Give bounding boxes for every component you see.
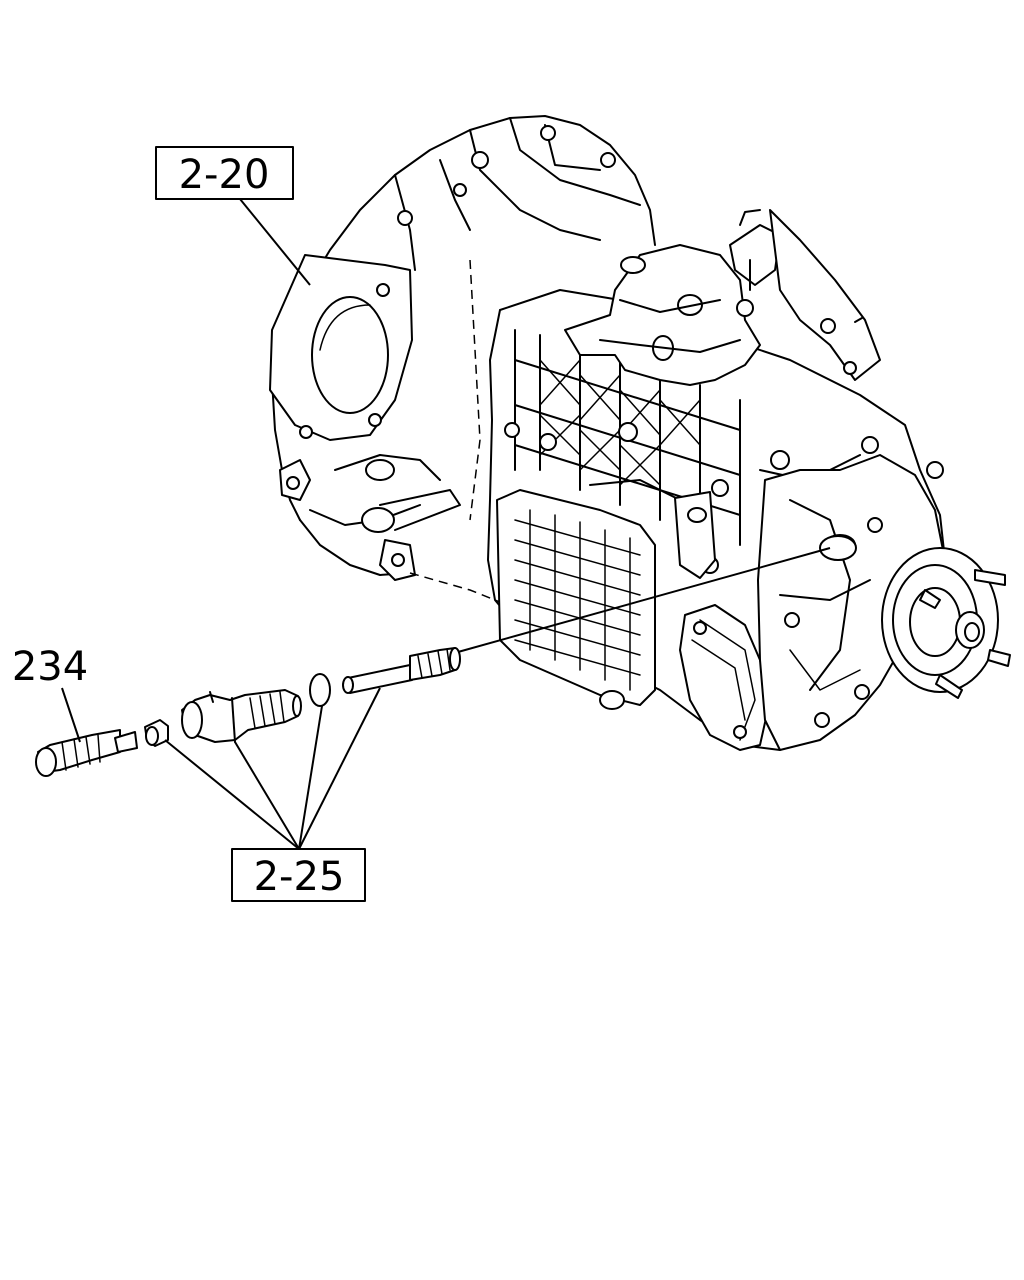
output-flange [881, 547, 1011, 699]
callout-label-speedo: 2-25 [254, 854, 345, 900]
leader-speedo-oring [298, 705, 323, 850]
leader-sensor [61, 687, 81, 743]
transmission-assembly [269, 115, 1011, 751]
pinion-shaft [342, 647, 461, 694]
side-cover-plate [496, 479, 719, 710]
callout-234: 234 [12, 644, 88, 743]
callout-label-sensor: 234 [12, 644, 88, 690]
alignment-line [457, 547, 831, 653]
washer [144, 719, 169, 747]
callout-box-housing [155, 146, 294, 200]
callout-2-25: 2-25 [164, 687, 381, 902]
speed-sensor [35, 729, 138, 777]
bell-housing [269, 115, 656, 611]
o-ring [309, 673, 331, 707]
callout-label-housing: 2-20 [179, 152, 270, 198]
callout-2-20: 2-20 [155, 146, 311, 286]
leader-speedo-shaft [298, 687, 381, 850]
leader-speedo-sleeve [234, 741, 300, 850]
cover-grid [514, 509, 641, 691]
leader-housing [239, 198, 311, 286]
shift-cover [564, 209, 781, 386]
sleeve-housing [181, 689, 302, 743]
lower-side-plate [679, 604, 771, 751]
speedometer-drive-parts [35, 547, 831, 777]
leader-speedo-washer [164, 739, 300, 850]
